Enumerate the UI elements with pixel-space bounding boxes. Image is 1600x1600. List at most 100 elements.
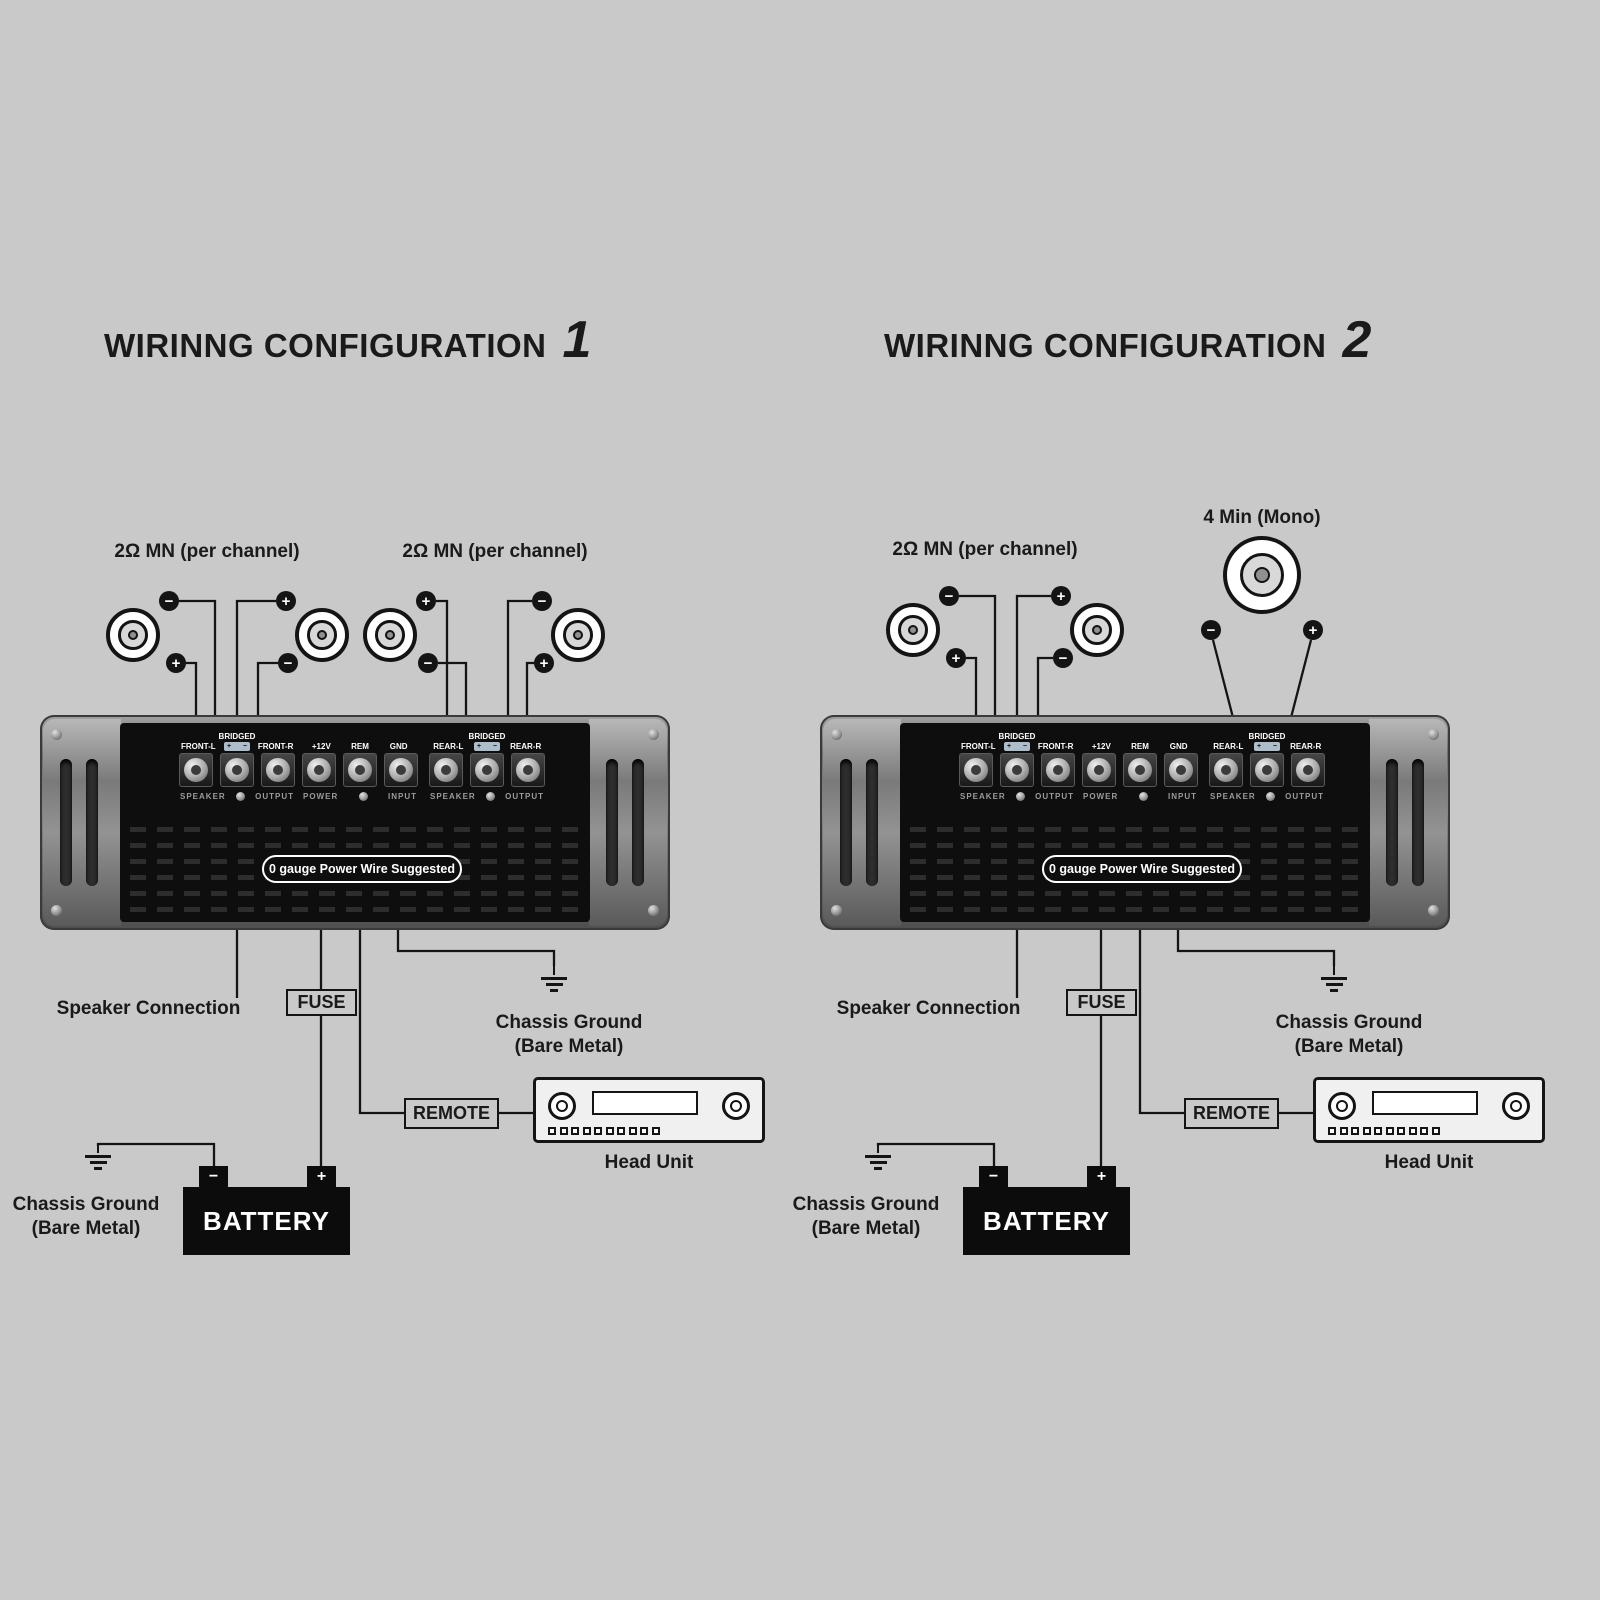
button [1328, 1127, 1336, 1135]
terminal-labels: +12V REM GND [1082, 729, 1198, 751]
screw-icon [831, 729, 842, 740]
terminal-labels: FRONT-L BRIDGED +− FRONT-R [179, 729, 295, 751]
speaker-front-left [106, 608, 160, 662]
speaker-cone [118, 620, 148, 650]
screw-icon [831, 905, 842, 916]
battery-minus-terminal: − [199, 1166, 228, 1188]
terminal-sublabel: SPEAKER OUTPUT [959, 792, 1075, 801]
terminal-label-bridged: BRIDGED +− [998, 732, 1037, 751]
chassis-ground-label-right: Chassis Ground (Bare Metal) [1271, 1011, 1427, 1059]
minus-mark: − [208, 1168, 219, 1185]
plus-mark: + [1006, 743, 1012, 750]
terminal-screw [511, 753, 545, 787]
chassis-ground-icon [1320, 966, 1348, 992]
head-unit-buttons [548, 1127, 660, 1135]
polarity-minus-icon: − [159, 591, 179, 611]
speaker-cone [1239, 552, 1285, 598]
terminal-label-bridged: BRIDGED +− [218, 732, 257, 751]
terminal-label-rear-r: REAR-R [510, 742, 542, 751]
screw-icon [648, 905, 659, 916]
panel-screw-icon [235, 792, 245, 801]
battery-label: BATTERY [983, 1205, 1110, 1236]
speaker-connection-label: Speaker Connection [836, 998, 1021, 1019]
screw-icon [348, 758, 372, 782]
terminal-screw [384, 753, 418, 787]
endcap-slot [840, 759, 852, 886]
terminal-screw [429, 753, 463, 787]
power-wire-badge: 0 gauge Power Wire Suggested [1042, 855, 1242, 883]
ground-bar [1330, 989, 1338, 992]
terminal-label-12v: +12V [1091, 742, 1111, 751]
button [559, 1127, 568, 1135]
terminal-screw [220, 753, 254, 787]
impedance-label-right: 2Ω MN (per channel) [402, 541, 588, 562]
speaker-dustcap [908, 625, 918, 635]
bridged-polarity-chip: +− [1003, 742, 1030, 751]
speaker-front-right [295, 608, 349, 662]
terminal-label-rear-l: REAR-L [433, 742, 464, 751]
speaker-front-left [886, 603, 940, 657]
terminal-group-rear: REAR-L BRIDGED +− REAR-R SPEAKER [1209, 729, 1325, 801]
ground-bar [541, 977, 567, 980]
endcap-slot [86, 759, 98, 886]
button [617, 1127, 625, 1135]
terminal-screw [261, 753, 295, 787]
bridged-text: BRIDGED [998, 732, 1036, 741]
ground-bar [94, 1167, 102, 1170]
bridged-text: BRIDGED [1248, 732, 1286, 741]
speaker-cone [1082, 615, 1112, 645]
speaker-rear-left [363, 608, 417, 662]
amplifier-endcap-left [823, 719, 901, 926]
impedance-label: 2Ω MN (per channel) [892, 539, 1078, 560]
chassis-ground-line2: (Bare Metal) [514, 1035, 624, 1057]
battery-body: BATTERY [963, 1187, 1130, 1255]
config-title: WIRINNG CONFIGURATION 1 [104, 310, 591, 370]
button [594, 1127, 602, 1135]
battery-plus-terminal: + [1087, 1166, 1116, 1188]
terminal-label-bridged: BRIDGED +− [1248, 732, 1287, 751]
power-wire-badge: 0 gauge Power Wire Suggested [262, 855, 462, 883]
speaker-dustcap [573, 630, 583, 640]
endcap-slot [866, 759, 878, 886]
speaker-connection-label: Speaker Connection [56, 998, 241, 1019]
head-unit [533, 1077, 765, 1143]
knob-center [556, 1100, 568, 1112]
head-unit-knob-right [1502, 1092, 1530, 1120]
terminal-screw [1000, 753, 1034, 787]
minus-mark: − [1022, 743, 1027, 750]
impedance-label-left: 2Ω MN (per channel) [114, 541, 300, 562]
wiring-configuration-2: WIRINNG CONFIGURATION 2 2Ω MN (per chann… [780, 0, 1580, 1600]
head-unit-knob-right [722, 1092, 750, 1120]
bridged-polarity-chip: +− [223, 742, 250, 751]
terminal-sublabel: POWER INPUT [1082, 792, 1198, 801]
terminal-label-front-l: FRONT-L [180, 742, 216, 751]
terminal-screw [1209, 753, 1243, 787]
terminal-screw [1082, 753, 1116, 787]
chassis-ground-line1: Chassis Ground [12, 1194, 160, 1215]
button [651, 1127, 660, 1135]
polarity-plus-icon: + [166, 653, 186, 673]
head-unit-knob-left [548, 1092, 576, 1120]
screw-icon [1128, 758, 1152, 782]
speaker-dustcap [1092, 625, 1102, 635]
terminal-group-front: FRONT-L BRIDGED +− FRONT-R SPEAKER [959, 729, 1075, 801]
ground-stem [876, 1144, 880, 1153]
ground-bar [550, 989, 558, 992]
amplifier: FRONT-L BRIDGED +− FRONT-R SPEAKER [820, 715, 1450, 930]
terminal-screw [1041, 753, 1075, 787]
speaker-dustcap [1253, 566, 1271, 584]
battery: − + BATTERY [963, 1166, 1130, 1255]
speaker-text: SPEAKER [960, 792, 1006, 801]
screw-icon [1428, 729, 1439, 740]
screw-icon [1169, 758, 1193, 782]
terminal-screw [1164, 753, 1198, 787]
ground-bar [89, 1161, 107, 1164]
panel-screw-icon [1015, 792, 1025, 801]
amplifier-face: FRONT-L BRIDGED +− FRONT-R SPEAKER [900, 723, 1370, 922]
terminal-screw [343, 753, 377, 787]
minus-mark: − [492, 743, 497, 750]
knob-center [1336, 1100, 1348, 1112]
config-number: 1 [562, 311, 592, 369]
terminal-row [179, 753, 295, 787]
